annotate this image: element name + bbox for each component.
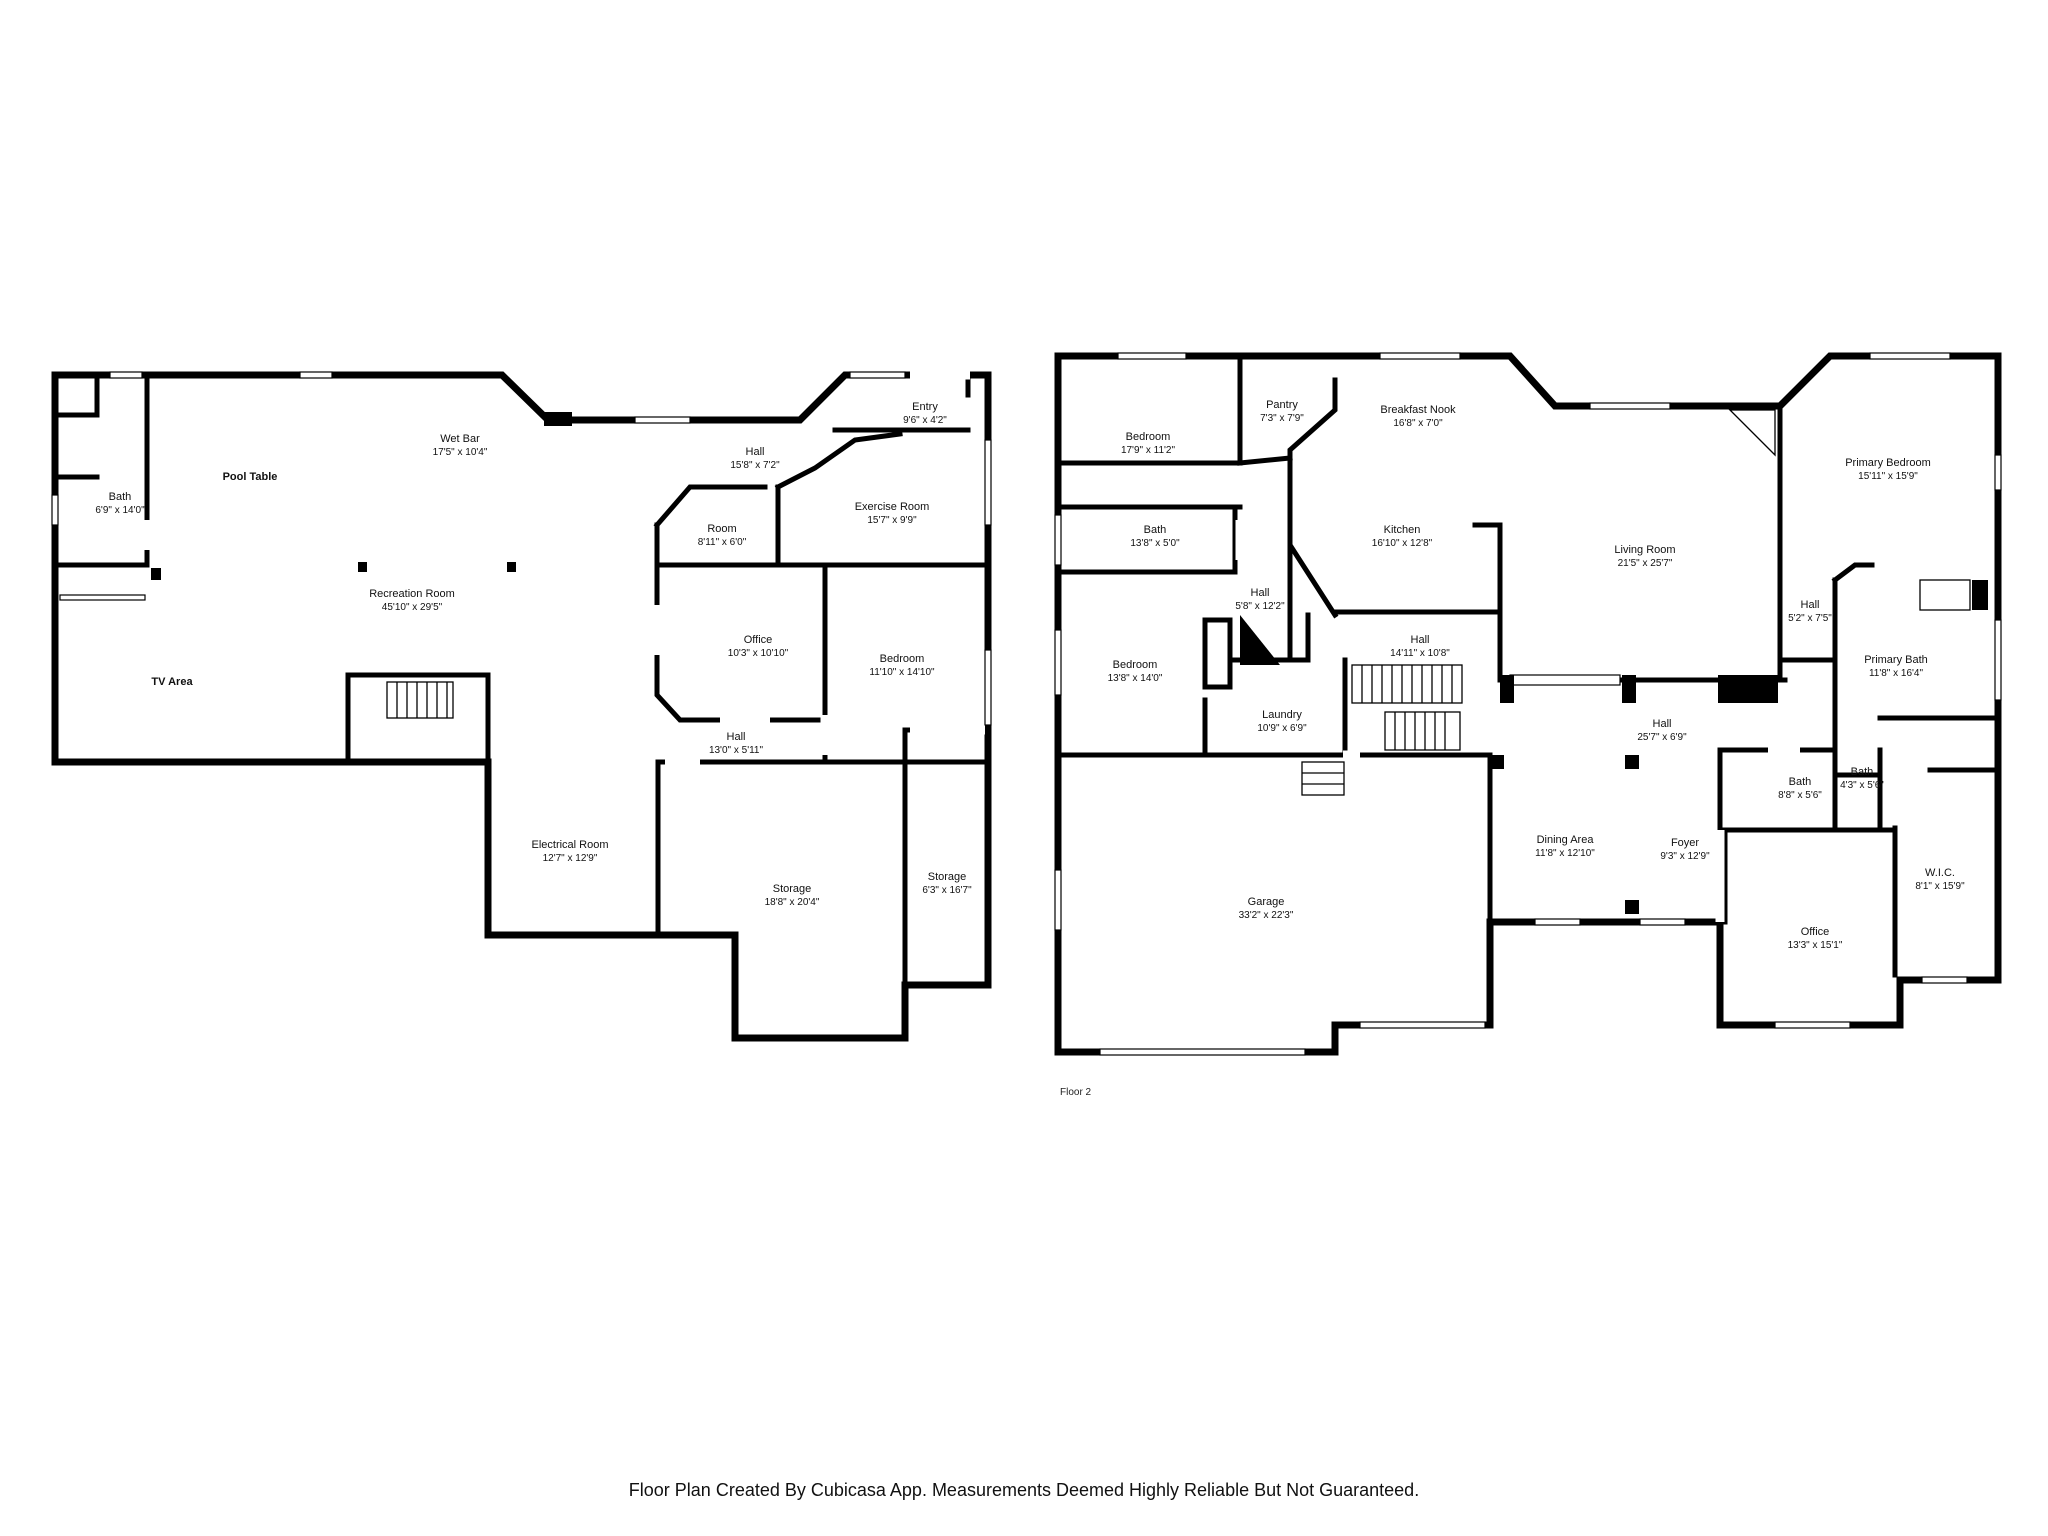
room-name: Office — [744, 634, 773, 646]
room-name: Primary Bedroom — [1845, 457, 1931, 469]
room-dims: 11'8" x 12'10" — [1535, 848, 1595, 859]
room-name: Room — [707, 523, 736, 535]
column-post — [544, 412, 572, 426]
room-name: Pool Table — [223, 471, 278, 483]
room-dims: 14'11" x 10'8" — [1390, 648, 1450, 659]
room-name: Hall — [1653, 718, 1672, 730]
room-dims: 9'6" x 4'2" — [903, 415, 947, 426]
floor-2-stairs — [1240, 615, 1463, 796]
room-dims: 13'0" x 5'11" — [709, 745, 764, 756]
room-dims: 11'8" x 16'4" — [1869, 668, 1924, 679]
room-name: Bath — [109, 491, 132, 503]
room-name: Recreation Room — [369, 588, 455, 600]
room-dims: 6'3" x 16'7" — [922, 885, 972, 896]
room-name: Exercise Room — [855, 501, 930, 513]
floor-2-interior-walls — [1055, 353, 2001, 978]
room-dims: 9'3" x 12'9" — [1660, 851, 1710, 862]
room-name: Foyer — [1671, 837, 1699, 849]
floor-2-fixtures — [1490, 409, 1988, 914]
column-post — [151, 568, 161, 580]
floor-1-windows — [51, 371, 992, 726]
room-dims: 25'7" x 6'9" — [1637, 732, 1687, 743]
room-name: Bedroom — [880, 653, 925, 665]
room-dims: 17'9" x 11'2" — [1121, 445, 1176, 456]
room-dims: 45'10" x 29'5" — [382, 602, 443, 613]
room-name: W.I.C. — [1925, 867, 1955, 879]
room-dims: 33'2" x 22'3" — [1239, 910, 1294, 921]
floor-1-stairs — [386, 681, 454, 719]
column-post — [507, 562, 516, 572]
floor-2-label: Floor 2 — [1060, 1087, 1092, 1098]
room-name: Wet Bar — [440, 433, 480, 445]
room-name: Pantry — [1266, 399, 1298, 411]
room-dims: 15'7" x 9'9" — [867, 515, 917, 526]
room-dims: 7'3" x 7'9" — [1260, 413, 1304, 424]
room-dims: 21'5" x 25'7" — [1618, 558, 1673, 569]
room-name: Hall — [1411, 634, 1430, 646]
floor-1-plan: Bath 6'9" x 14'0" Pool Table Wet Bar 17'… — [51, 370, 992, 1042]
room-dims: 6'9" x 14'0" — [95, 505, 145, 516]
room-name: Hall — [1801, 599, 1820, 611]
floor-1-exterior-wall — [51, 371, 992, 1042]
room-dims: 13'3" x 15'1" — [1788, 940, 1843, 951]
room-name: TV Area — [151, 676, 193, 688]
room-dims: 8'1" x 15'9" — [1915, 881, 1965, 892]
room-name: Dining Area — [1537, 834, 1595, 846]
stair-landing-fill — [1240, 615, 1280, 665]
column-post — [358, 562, 367, 572]
room-name: Garage — [1248, 896, 1285, 908]
floor-2-plan: Bedroom 17'9" x 11'2" Pantry 7'3" x 7'9"… — [1054, 352, 2002, 1098]
room-dims: 5'2" x 7'5" — [1788, 613, 1832, 624]
room-dims: 13'8" x 5'0" — [1130, 538, 1180, 549]
room-dims: 15'11" x 15'9" — [1858, 471, 1918, 482]
room-dims: 16'10" x 12'8" — [1372, 538, 1433, 549]
room-dims: 4'3" x 5'6" — [1840, 780, 1884, 791]
room-name: Hall — [727, 731, 746, 743]
room-dims: 17'5" x 10'4" — [433, 447, 488, 458]
floor-1-room-labels: Bath 6'9" x 14'0" Pool Table Wet Bar 17'… — [95, 401, 972, 908]
floor-1-door-openings — [142, 370, 985, 767]
floor-2-room-labels: Bedroom 17'9" x 11'2" Pantry 7'3" x 7'9"… — [1108, 399, 1966, 951]
room-name: Bedroom — [1126, 431, 1171, 443]
room-dims: 13'8" x 14'0" — [1108, 673, 1163, 684]
floor-2-windows — [1054, 352, 2002, 1056]
floor-2-exterior-wall — [1054, 352, 2002, 1056]
room-name: Office — [1801, 926, 1830, 938]
room-dims: 16'8" x 7'0" — [1393, 418, 1443, 429]
room-dims: 15'8" x 7'2" — [730, 460, 780, 471]
room-name: Hall — [1251, 587, 1270, 599]
room-name: Primary Bath — [1864, 654, 1928, 666]
floor-1-interior-walls — [54, 372, 991, 988]
room-name: Bath — [1144, 524, 1167, 536]
room-name: Entry — [912, 401, 938, 413]
room-name: Bath — [1851, 766, 1874, 778]
room-name: Living Room — [1614, 544, 1675, 556]
room-name: Breakfast Nook — [1380, 404, 1456, 416]
room-name: Bedroom — [1113, 659, 1158, 671]
room-dims: 10'3" x 10'10" — [728, 648, 789, 659]
floor-2-door-openings — [1235, 470, 1800, 922]
room-name: Bath — [1789, 776, 1812, 788]
room-dims: 11'10" x 14'10" — [869, 667, 935, 678]
room-dims: 8'8" x 5'6" — [1778, 790, 1822, 801]
room-name: Kitchen — [1384, 524, 1421, 536]
room-dims: 18'8" x 20'4" — [765, 897, 820, 908]
room-dims: 8'11" x 6'0" — [698, 537, 747, 548]
footer-disclaimer: Floor Plan Created By Cubicasa App. Meas… — [628, 1480, 1420, 1500]
room-name: Storage — [928, 871, 967, 883]
room-dims: 10'9" x 6'9" — [1257, 723, 1307, 734]
room-name: Laundry — [1262, 709, 1302, 721]
room-dims: 5'8" x 12'2" — [1235, 601, 1285, 612]
room-name: Electrical Room — [531, 839, 608, 851]
room-dims: 12'7" x 12'9" — [543, 853, 598, 864]
room-name: Hall — [746, 446, 765, 458]
room-name: Storage — [773, 883, 812, 895]
